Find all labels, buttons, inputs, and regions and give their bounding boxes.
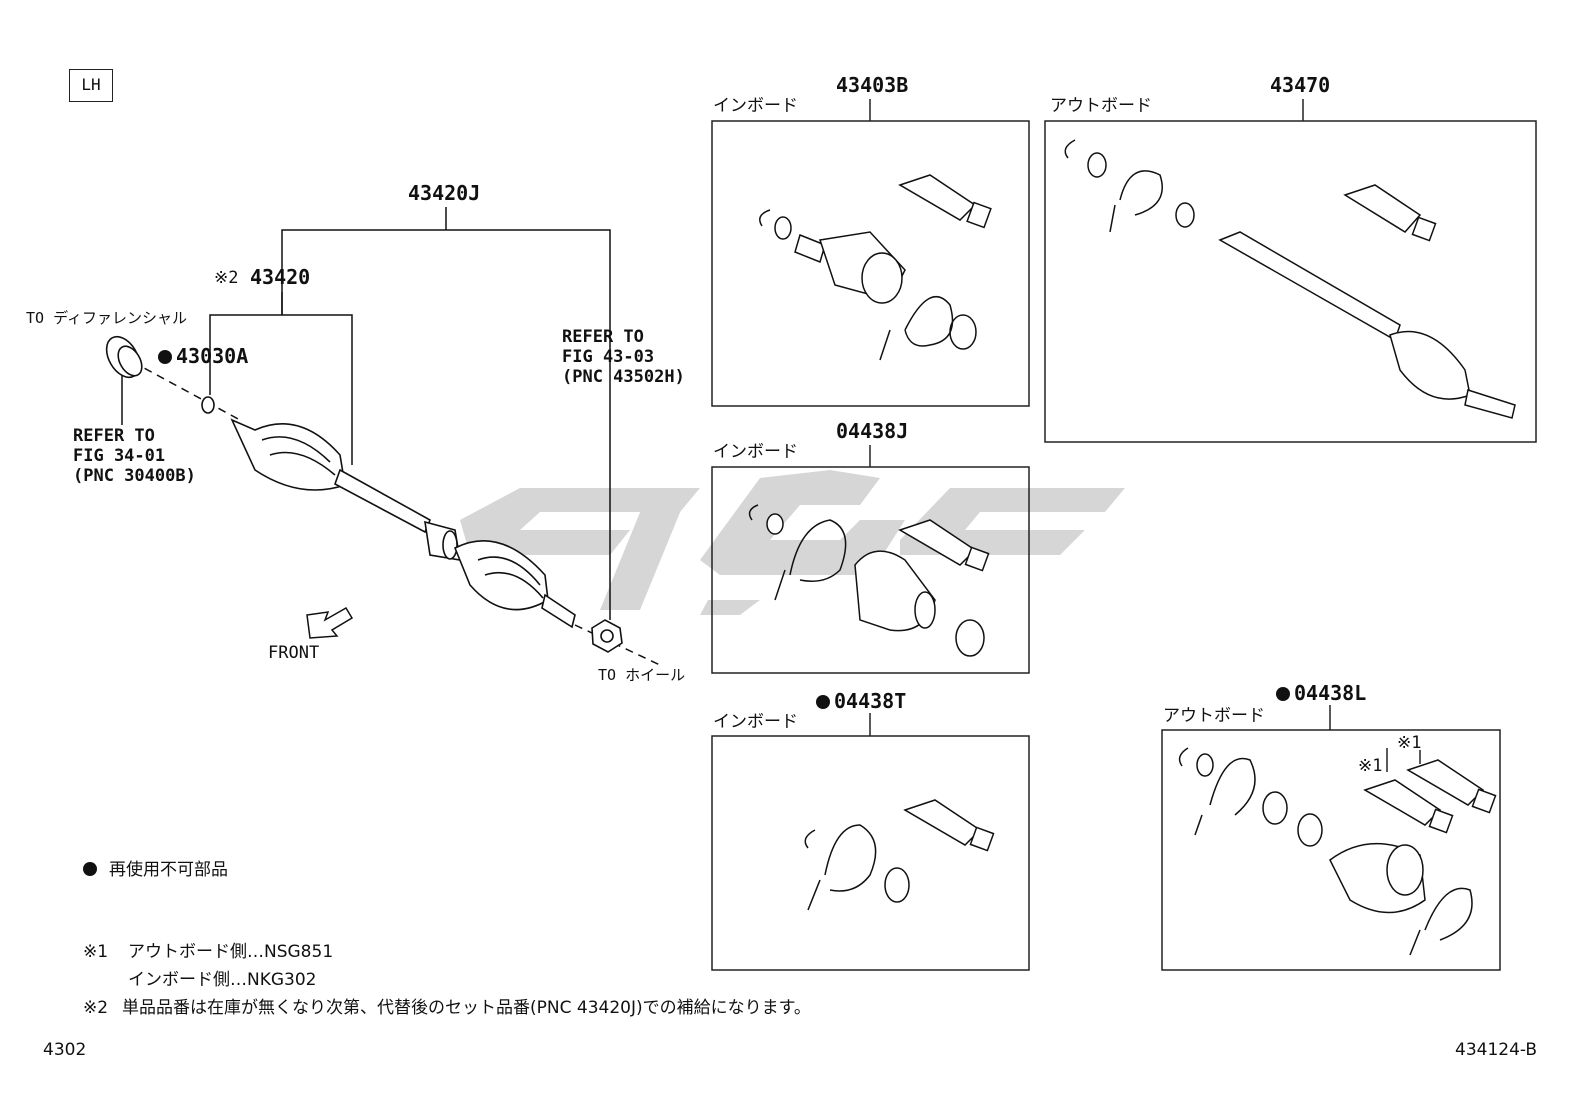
kit-box-04438l [1161,729,1501,971]
pnc-43030a[interactable]: 43030A [158,345,248,367]
pnc-04438t[interactable]: 04438T [816,690,906,712]
refer-right: REFER TO FIG 43-03 (PNC 43502H) [562,327,685,387]
kit-box-04438t [711,735,1030,971]
bracket-43420 [209,314,353,465]
page-code: 4302 [43,1040,87,1060]
note1-line2: インボード側…NKG302 [128,970,317,990]
note2-text: 単品品番は在庫が無くなり次第、代替後のセット品番(PNC 43420J)での補給… [122,998,811,1018]
bracket-43420j [281,229,611,620]
note1-callout: ※1 [1358,756,1383,776]
note1-callout: ※1 [1397,733,1422,753]
legend-non-reusable: 再使用不可部品 [83,860,228,880]
front-arrow-icon [306,606,354,639]
pnc-43470[interactable]: 43470 [1270,73,1331,97]
refer-left: REFER TO FIG 34-01 (PNC 30400B) [73,426,196,486]
kit-side-label: アウトボード [1163,706,1265,726]
note1-line1: アウトボード側…NSG851 [128,942,334,962]
to-differential-label: TO ディファレンシャル [26,309,188,327]
kit-43403b-parts [759,174,992,361]
kit-side-label: インボード [713,712,798,732]
kit-04438l-parts [1178,747,1497,956]
pnc-43420j[interactable]: 43420J [408,181,481,205]
non-reusable-dot-icon [83,862,97,876]
note2-mark: ※2 [83,998,109,1018]
kit-side-label: インボード [713,96,798,116]
note1-mark: ※1 [83,942,109,962]
kit-box-43470 [1044,120,1537,443]
kit-43470-parts [1064,139,1516,419]
drive-shaft-assembly [105,335,623,653]
kit-04438j-parts [748,504,990,657]
pnc-43403b[interactable]: 43403B [836,73,909,97]
watermark-logo [460,470,1125,615]
pnc-04438l[interactable]: 04438L [1276,682,1366,704]
to-wheel-label: TO ホイール [598,666,686,684]
front-label: FRONT [268,643,320,663]
pnc-43420[interactable]: 43420 [250,265,311,289]
figure-id: 434124-B [1455,1040,1538,1060]
kit-side-label: アウトボード [1050,96,1152,116]
non-reusable-dot-icon [816,695,830,709]
non-reusable-dot-icon [1276,687,1290,701]
pnc-04438j[interactable]: 04438J [836,419,909,443]
note2-mark-main: ※2 [214,268,239,288]
kit-04438t-parts [804,799,995,911]
region-label: LH [69,69,113,102]
non-reusable-dot-icon [158,350,172,364]
kit-side-label: インボード [713,442,798,462]
